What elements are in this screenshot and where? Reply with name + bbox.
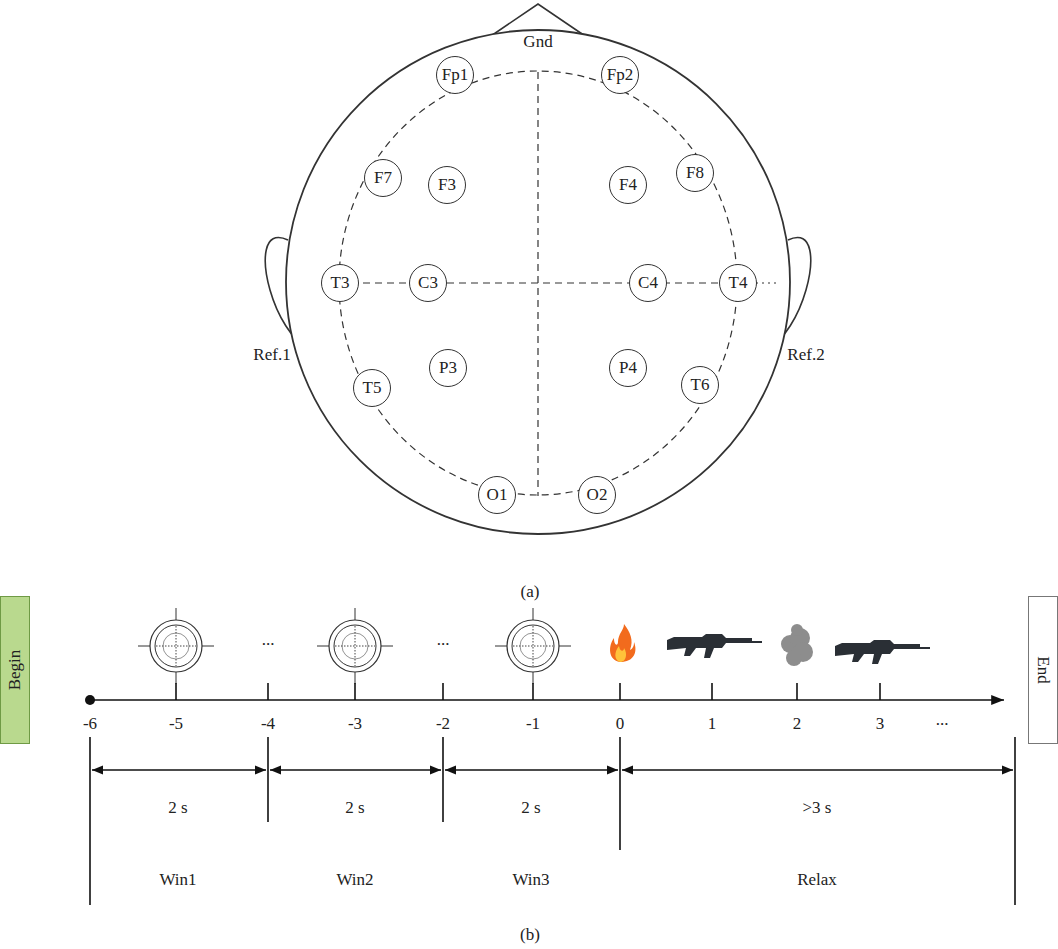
tick-number: -5 xyxy=(169,714,183,734)
electrode-name: F4 xyxy=(619,175,637,195)
tick-number: -4 xyxy=(261,714,275,734)
tick-number: -6 xyxy=(83,714,97,734)
ellipsis: ... xyxy=(437,630,450,650)
electrode-name: F7 xyxy=(374,168,392,188)
tick-number: 3 xyxy=(876,714,885,734)
duration-label: 2 s xyxy=(165,798,190,818)
tick-number: 0 xyxy=(616,714,625,734)
duration-label: 2 s xyxy=(518,798,543,818)
electrode-circle: F3 xyxy=(428,166,466,204)
electrode-name: O1 xyxy=(487,485,508,505)
electrode-name: P4 xyxy=(619,358,637,378)
electrode-name: F8 xyxy=(686,163,704,183)
tick-number: -1 xyxy=(526,714,540,734)
phase-label: End xyxy=(1033,656,1053,683)
electrode-circle: O1 xyxy=(478,476,516,514)
electrode-circle: T3 xyxy=(321,264,359,302)
tick-number: -2 xyxy=(436,714,450,734)
electrode-circle: O2 xyxy=(578,476,616,514)
electrode-name: Fp2 xyxy=(607,65,633,85)
electrode-name: T3 xyxy=(331,273,350,293)
annotation-label: (a) xyxy=(521,582,540,602)
tick-number: -3 xyxy=(348,714,362,734)
electrode-name: F3 xyxy=(438,175,456,195)
phase-label: Begin xyxy=(5,650,25,691)
electrode-name: T5 xyxy=(363,378,382,398)
electrode-circle: P4 xyxy=(609,349,647,387)
electrode-circle: F4 xyxy=(609,166,647,204)
electrode-name: C3 xyxy=(418,273,438,293)
electrode-circle: F8 xyxy=(676,154,714,192)
phase-box: Begin xyxy=(0,596,30,744)
window-label: (b) xyxy=(520,925,540,945)
electrode-name: Fp1 xyxy=(442,65,468,85)
electrode-name: T4 xyxy=(729,273,748,293)
duration-label: >3 s xyxy=(800,798,835,818)
electrode-circle: C4 xyxy=(629,264,667,302)
tick-number: 1 xyxy=(708,714,717,734)
electrode-name: C4 xyxy=(638,273,658,293)
annotation-label: Ref.1 xyxy=(253,345,290,365)
electrode-circle: Fp2 xyxy=(601,56,639,94)
electrode-name: P3 xyxy=(439,358,457,378)
annotation-label: Gnd xyxy=(523,32,552,52)
duration-label: 2 s xyxy=(342,798,367,818)
tick-number: 2 xyxy=(793,714,802,734)
phase-box: End xyxy=(1028,596,1058,744)
electrode-name: T6 xyxy=(691,375,710,395)
electrode-circle: F7 xyxy=(364,159,402,197)
electrode-name: O2 xyxy=(587,485,608,505)
window-label: Win1 xyxy=(159,870,196,890)
ellipsis: ... xyxy=(936,710,949,730)
window-label: Relax xyxy=(797,870,837,890)
annotation-label: Ref.2 xyxy=(787,345,824,365)
electrode-circle: Fp1 xyxy=(436,56,474,94)
electrode-circle: P3 xyxy=(429,349,467,387)
electrode-circle: T4 xyxy=(719,264,757,302)
window-label: Win3 xyxy=(512,870,549,890)
electrode-circle: C3 xyxy=(409,264,447,302)
electrode-circle: T6 xyxy=(681,366,719,404)
window-label: Win2 xyxy=(336,870,373,890)
electrode-circle: T5 xyxy=(353,369,391,407)
ellipsis: ... xyxy=(262,630,275,650)
